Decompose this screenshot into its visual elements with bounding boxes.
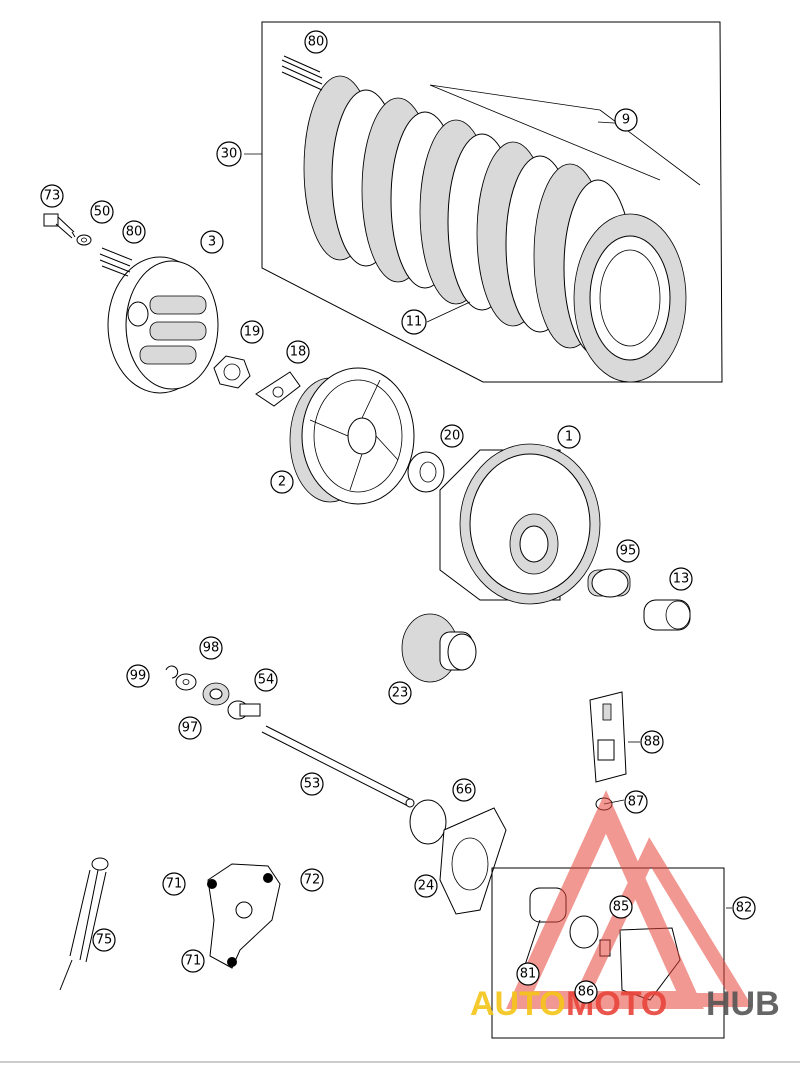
watermark — [505, 790, 753, 1009]
svg-text:97: 97 — [182, 721, 199, 736]
callout-50: 50 — [90, 200, 114, 224]
callout-53: 53 — [300, 772, 324, 796]
callout-82: 82 — [732, 896, 756, 920]
svg-text:11: 11 — [406, 315, 423, 330]
callout-88: 88 — [640, 730, 664, 754]
pressure-cap — [107, 256, 219, 394]
callout-99: 99 — [126, 664, 150, 688]
callout-1: 1 — [557, 425, 581, 449]
svg-text:72: 72 — [304, 873, 321, 888]
callout-87: 87 — [624, 790, 648, 814]
washer-50 — [76, 234, 92, 246]
svg-text:98: 98 — [203, 641, 220, 656]
callout-3: 3 — [200, 230, 224, 254]
callout-66: 66 — [452, 778, 476, 802]
bleeder-valve-88 — [589, 691, 627, 783]
callout-75: 75 — [92, 928, 116, 952]
svg-text:73: 73 — [44, 189, 61, 204]
clutch-discs — [303, 75, 687, 383]
svg-text:53: 53 — [304, 777, 321, 792]
svg-text:75: 75 — [96, 933, 113, 948]
o-ring-66 — [409, 799, 447, 845]
callout-11: 11 — [401, 309, 427, 335]
callout-73: 73 — [40, 184, 64, 208]
pressure-piece-97 — [227, 700, 261, 720]
svg-text:87: 87 — [628, 795, 645, 810]
callout-71-bottom: 71 — [181, 949, 205, 973]
svg-text:18: 18 — [290, 345, 307, 360]
svg-text:23: 23 — [392, 686, 409, 701]
callout-19: 19 — [240, 320, 264, 344]
callout-18: 18 — [286, 340, 310, 364]
inner-clutch-hub — [289, 367, 415, 505]
clutch-plate-pack — [261, 21, 723, 383]
nut-19 — [213, 355, 251, 389]
svg-text:99: 99 — [130, 669, 147, 684]
circlip-99 — [165, 665, 179, 679]
svg-text:86: 86 — [578, 985, 595, 1000]
callout-95: 95 — [616, 539, 640, 563]
callout-98: 98 — [199, 636, 223, 660]
svg-text:30: 30 — [221, 147, 238, 162]
callout-2: 2 — [270, 470, 294, 494]
callout-30: 30 — [216, 141, 242, 167]
svg-text:82: 82 — [736, 901, 753, 916]
callout-97: 97 — [178, 716, 202, 740]
svg-text:1: 1 — [565, 430, 573, 445]
watermark-text-auto: AUTO — [470, 985, 566, 1023]
callout-23: 23 — [388, 681, 412, 705]
svg-text:20: 20 — [444, 429, 461, 444]
callout-81: 81 — [516, 962, 540, 986]
spring-80-left — [99, 247, 133, 277]
svg-text:88: 88 — [644, 735, 661, 750]
svg-text:3: 3 — [208, 235, 216, 250]
callout-13: 13 — [669, 567, 693, 591]
thrust-washer-20 — [407, 451, 445, 493]
needle-bearing-95 — [587, 568, 631, 598]
clutch-basket — [439, 443, 601, 605]
svg-text:9: 9 — [622, 113, 630, 128]
bolt-73 — [43, 213, 76, 239]
lock-washer-18 — [255, 371, 301, 407]
svg-text:54: 54 — [258, 673, 275, 688]
svg-text:95: 95 — [620, 544, 637, 559]
spring-80-top — [281, 55, 323, 91]
callout-54: 54 — [254, 668, 278, 692]
svg-text:85: 85 — [613, 900, 630, 915]
primary-gear-23 — [401, 613, 477, 683]
svg-text:66: 66 — [456, 783, 473, 798]
svg-text:24: 24 — [418, 879, 435, 894]
callout-20: 20 — [440, 424, 464, 448]
svg-text:50: 50 — [94, 205, 111, 220]
svg-text:80: 80 — [126, 225, 143, 240]
svg-text:71: 71 — [185, 954, 202, 969]
bleeding-syringe-75 — [59, 857, 109, 991]
svg-text:71: 71 — [166, 877, 183, 892]
bolt-holes — [207, 873, 273, 967]
watermark-text-hub: HUB — [706, 985, 780, 1023]
svg-text:2: 2 — [278, 475, 286, 490]
slave-cylinder-housing — [207, 863, 281, 969]
callout-80-left: 80 — [122, 220, 146, 244]
callout-72: 72 — [300, 868, 324, 892]
callout-9: 9 — [614, 108, 638, 132]
washer-98 — [175, 673, 197, 691]
callout-80-top: 80 — [304, 30, 328, 54]
callout-71-top: 71 — [162, 872, 186, 896]
svg-text:13: 13 — [673, 572, 690, 587]
svg-text:81: 81 — [520, 967, 537, 982]
callout-24: 24 — [414, 874, 438, 898]
svg-text:19: 19 — [244, 325, 261, 340]
callout-85: 85 — [609, 895, 633, 919]
gasket-24 — [439, 807, 507, 915]
callout-86: 86 — [574, 980, 598, 1004]
axial-bearing-54 — [202, 682, 230, 706]
bushing-13 — [643, 599, 691, 631]
svg-text:80: 80 — [308, 35, 325, 50]
push-rod-53 — [261, 725, 415, 808]
